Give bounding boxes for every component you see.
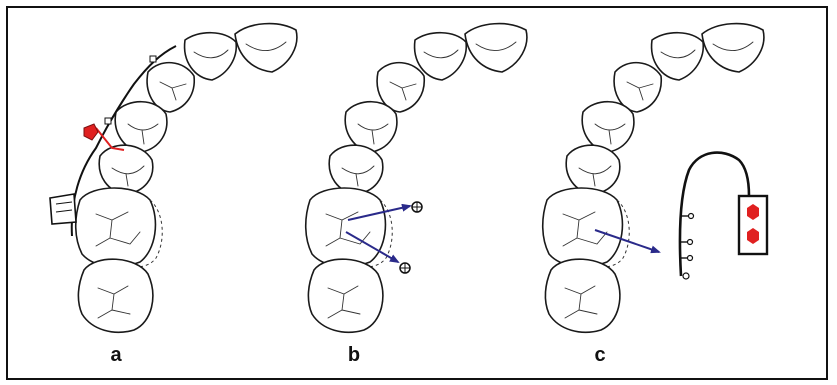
mini-screw-icon-lower xyxy=(399,262,411,274)
blue-force-arrow xyxy=(594,229,661,254)
red-screw-icon-lower xyxy=(747,228,759,244)
molar-tube-lines xyxy=(55,201,73,213)
hook-4 xyxy=(682,272,690,280)
figure-frame xyxy=(6,6,828,380)
panel-label-c: c xyxy=(594,344,606,366)
red-screw-icon-upper xyxy=(747,204,759,220)
tooth-arch-a xyxy=(74,22,298,334)
panel-label-a: a xyxy=(110,344,122,366)
appliance-wire xyxy=(678,151,751,277)
tooth-arch-c xyxy=(541,22,765,334)
blue-force-arrow-lower xyxy=(345,231,400,263)
panel-label-b: b xyxy=(347,344,361,366)
red-spring xyxy=(95,127,125,151)
molar-band-icon xyxy=(49,193,77,225)
panel-a-drawing xyxy=(49,22,298,334)
panel-b-drawing xyxy=(304,22,528,334)
blue-force-arrow-upper xyxy=(347,203,412,221)
panel-c-drawing xyxy=(541,22,769,334)
mini-screw-icon-upper xyxy=(411,201,423,213)
red-attachment-icon xyxy=(83,123,99,141)
tooth-arch-b xyxy=(304,22,528,334)
bracket-canine xyxy=(149,55,157,63)
bracket-premolar xyxy=(104,117,112,125)
